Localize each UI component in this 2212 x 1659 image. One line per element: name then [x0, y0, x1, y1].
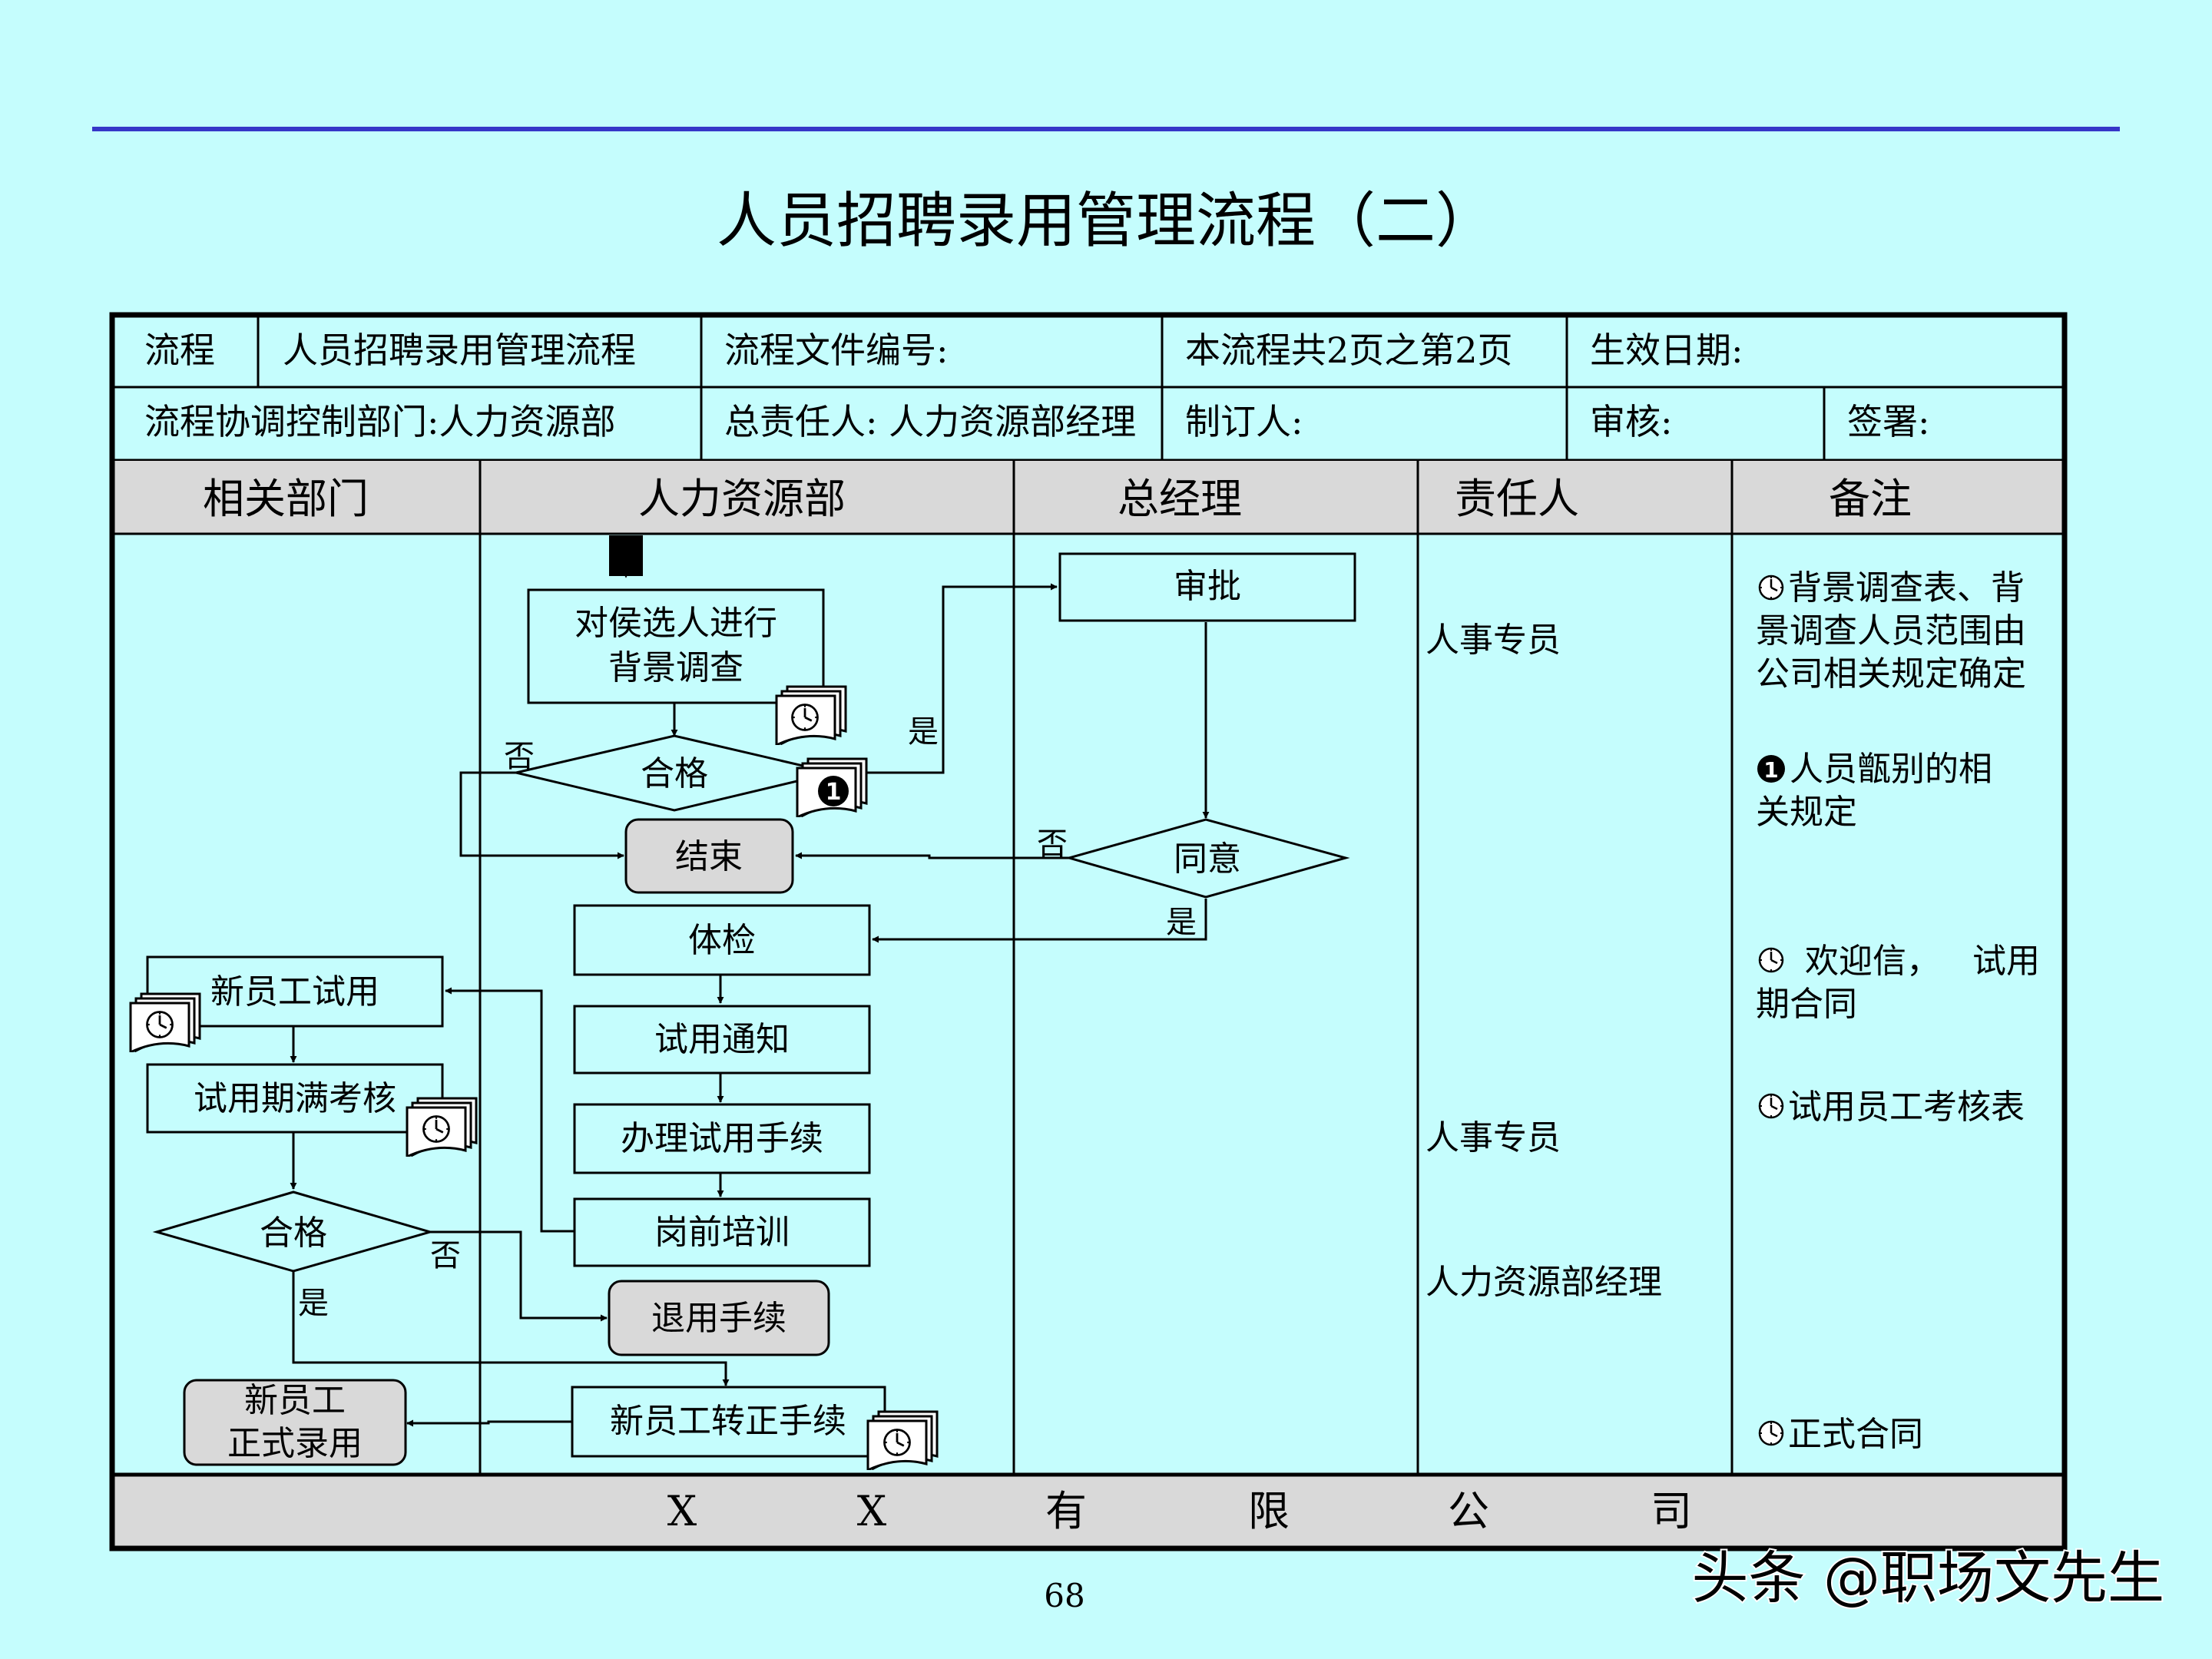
footer-char-6: 司 — [1651, 1487, 1692, 1535]
label-trial-assessment: 试用期满考核 — [194, 1079, 396, 1118]
clock-icon — [1758, 575, 1784, 601]
page-title: 人员招聘录用管理流程（二） — [717, 187, 1495, 256]
node-regularization — [571, 1386, 886, 1458]
note-4: 试用员工考核表 — [1788, 1088, 2025, 1127]
header-flow-name: 人员招聘录用管理流程 — [283, 329, 636, 371]
page-number: 68 — [1044, 1577, 1084, 1614]
clock-icon — [146, 1011, 174, 1038]
svg-text:1: 1 — [1763, 757, 1778, 783]
header-effective-date: 生效日期: — [1590, 329, 1743, 371]
swimlane-dividers — [478, 461, 1734, 1475]
edge-label-yes-3: 是 — [298, 1286, 329, 1321]
note-3-c: 期合同 — [1756, 985, 1857, 1024]
node-trial-assessment — [146, 1063, 444, 1134]
node-trial-procedure — [573, 1103, 871, 1174]
edge-label-no-1: 否 — [504, 739, 535, 774]
label-rejection: 退用手续 — [651, 1299, 786, 1338]
label-new-trial: 新员工试用 — [210, 972, 379, 1012]
note-3-a: 欢迎信， — [1805, 942, 1940, 981]
label-end: 结束 — [675, 837, 743, 876]
node-rejection — [608, 1280, 830, 1356]
header-grid — [112, 315, 2065, 461]
edge-qualified2-regularization — [292, 1272, 730, 1386]
header-pages: 本流程共2页之第2页 — [1185, 329, 1513, 371]
clock-icon — [1758, 947, 1784, 973]
column-hr-dept: 人力资源部 — [638, 475, 846, 523]
edge-label-no-2: 否 — [1037, 826, 1068, 862]
edge-label-no-3: 否 — [430, 1238, 461, 1273]
footer-char-2: X — [857, 1487, 887, 1535]
flow-connectors — [290, 535, 1210, 1427]
node-formal-hire — [183, 1379, 407, 1466]
edge-qualified2-rejection — [430, 1230, 608, 1322]
label-trial-procedure: 办理试用手续 — [621, 1119, 823, 1158]
header-reviewer: 审核: — [1590, 401, 1673, 442]
node-approve — [1058, 552, 1356, 622]
label-agree: 同意 — [1174, 839, 1241, 879]
edge-training-trial — [445, 987, 575, 1233]
edge-label-yes-2: 是 — [1166, 905, 1197, 940]
header-file-no: 流程文件编号: — [724, 329, 949, 371]
edge-agree-medical — [872, 899, 1207, 943]
responsible-3: 人力资源部经理 — [1426, 1263, 1662, 1302]
column-notes: 备注 — [1829, 475, 1912, 523]
svg-text:1: 1 — [826, 779, 842, 806]
note-1-line-1: 背景调查表、背 — [1788, 568, 2025, 608]
label-formal-hire-2: 正式录用 — [227, 1424, 363, 1463]
responsible-1: 人事专员 — [1426, 621, 1561, 660]
clock-icon — [1758, 1420, 1784, 1446]
edge-label-yes-1: 是 — [908, 714, 939, 750]
column-header-band — [112, 461, 2065, 534]
edge-regularization-formal — [406, 1419, 572, 1427]
node-medical — [573, 904, 871, 976]
numbered-bullet-icon — [1757, 755, 1785, 783]
label-qualified-2: 合格 — [260, 1214, 327, 1253]
header-flow-label: 流程 — [144, 329, 215, 371]
numbered-bullet-icon — [818, 776, 849, 806]
footer-char-1: X — [667, 1487, 697, 1535]
label-medical: 体检 — [688, 921, 756, 960]
label-pre-job-training: 岗前培训 — [654, 1213, 790, 1252]
label-trial-notice: 试用通知 — [654, 1020, 790, 1059]
header-owner: 总责任人: 人力资源部经理 — [724, 401, 1136, 442]
note-3-b: 试用 — [1972, 942, 2040, 981]
node-background-check — [527, 588, 825, 704]
clock-icon — [1758, 1093, 1784, 1119]
edge-qualified-approve — [864, 583, 1058, 774]
footer-band — [112, 1475, 2065, 1548]
node-trial-notice — [573, 1005, 871, 1075]
label-qualified-1: 合格 — [641, 754, 708, 793]
responsible-2: 人事专员 — [1426, 1118, 1561, 1157]
node-end — [624, 818, 794, 894]
footer-char-4: 限 — [1248, 1487, 1290, 1535]
node-agree — [1065, 818, 1350, 899]
label-background-check-1: 对侯选人进行 — [575, 604, 777, 643]
label-approve: 审批 — [1174, 567, 1241, 606]
node-pre-job-training — [573, 1197, 871, 1267]
label-background-check-2: 背景调查 — [608, 648, 743, 687]
note-2-line-2: 关规定 — [1756, 793, 1857, 832]
header-author: 制订人: — [1185, 401, 1303, 442]
clock-icon — [883, 1429, 911, 1456]
header-signer: 签署: — [1847, 401, 1930, 442]
label-regularization: 新员工转正手续 — [610, 1402, 846, 1441]
note-2-line-1: 人员甑别的相 — [1790, 750, 1992, 789]
column-responsible: 责任人 — [1455, 475, 1579, 523]
edge-qualified-end — [459, 771, 624, 859]
column-related-dept: 相关部门 — [203, 475, 369, 523]
note-1-line-2: 景调查人员范围由 — [1756, 611, 2026, 651]
header-coord-dept: 流程协调控制部门:人力资源部 — [144, 401, 616, 442]
clock-icon — [791, 704, 819, 731]
watermark: 头条 @职场文先生 — [1691, 1545, 2164, 1611]
clock-icon — [422, 1115, 450, 1143]
edge-agree-end — [795, 852, 1069, 859]
column-general-manager: 总经理 — [1118, 475, 1242, 523]
footer-char-5: 公 — [1448, 1487, 1489, 1535]
node-qualified-2 — [152, 1190, 435, 1273]
label-formal-hire-1: 新员工 — [244, 1381, 346, 1420]
footer-char-3: 有 — [1045, 1487, 1087, 1535]
note-1-line-3: 公司相关规定确定 — [1756, 654, 2026, 694]
note-5: 正式合同 — [1788, 1415, 1923, 1454]
